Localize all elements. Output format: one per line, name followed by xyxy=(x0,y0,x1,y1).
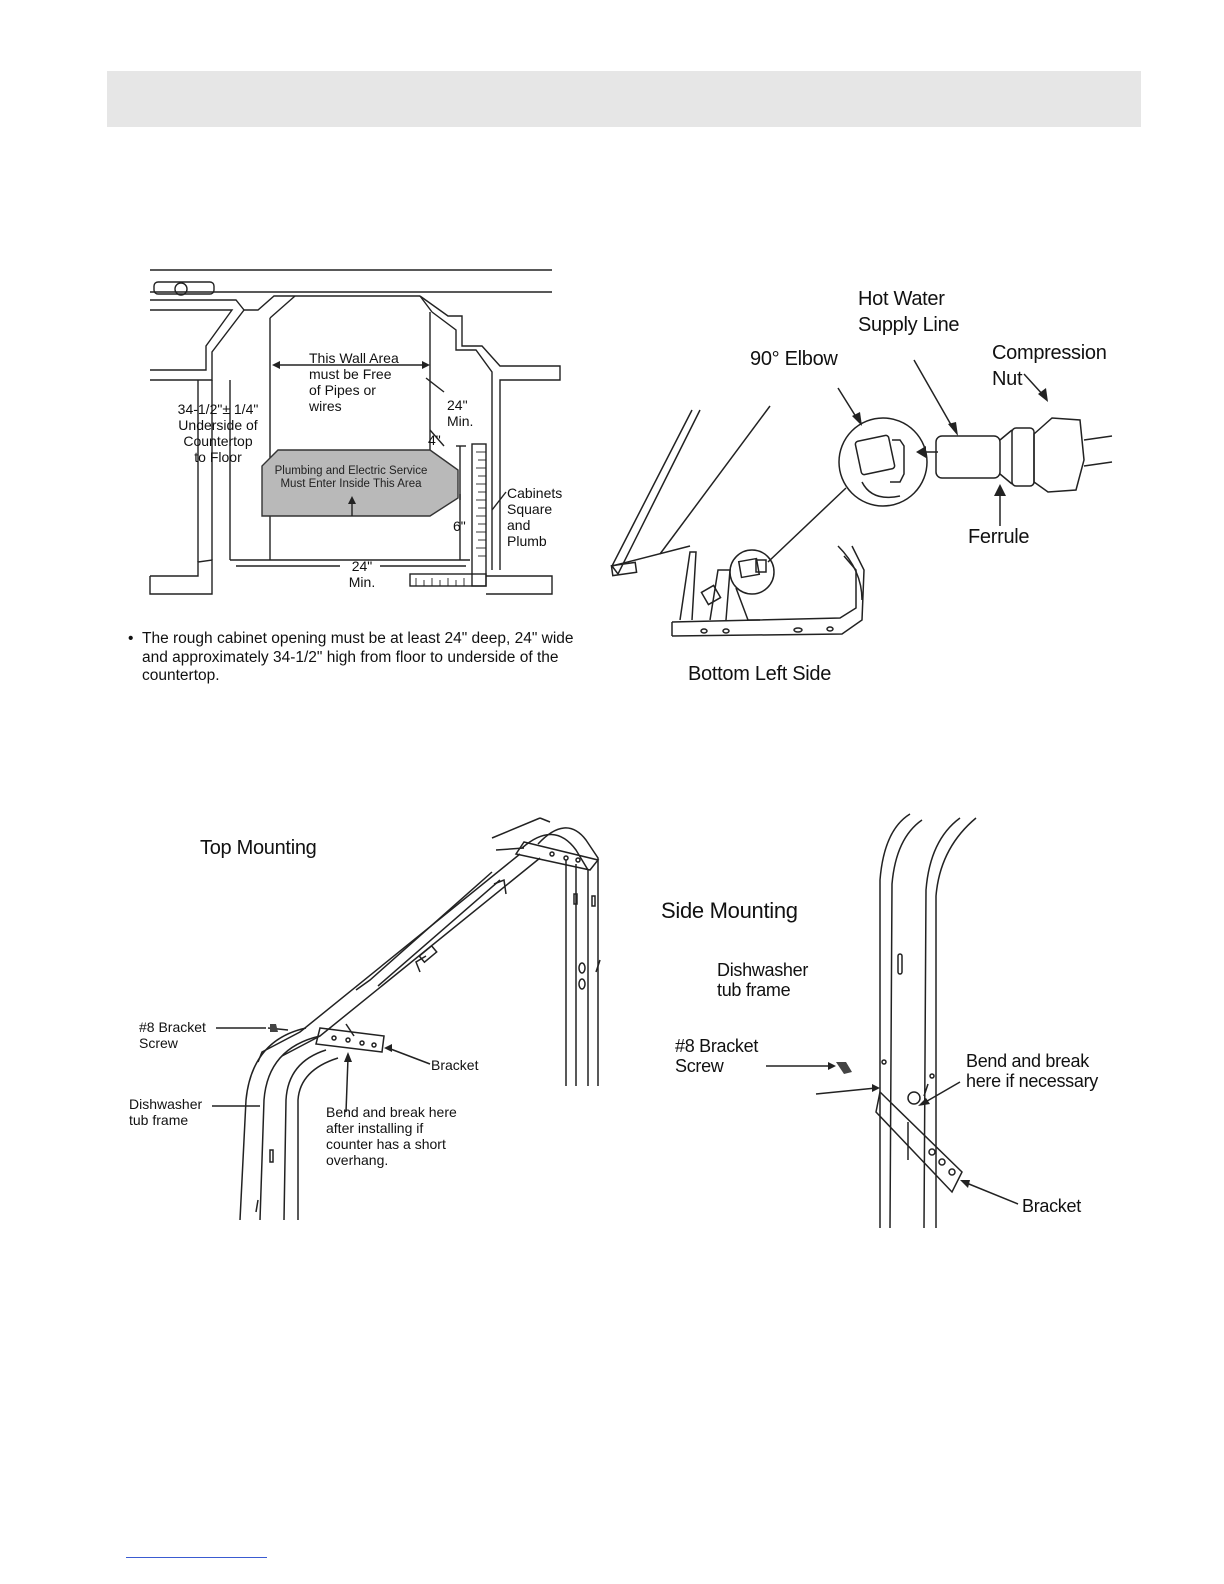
elbow-label: 90° Elbow xyxy=(750,348,838,370)
side-bend-note-label: Bend and break here if necessary xyxy=(966,1051,1098,1091)
compression-nut-label: Compression Nut xyxy=(992,342,1107,390)
width-dimension-label: 24" Min. xyxy=(348,558,376,590)
wall-area-label: This Wall Area must be Free of Pipes or … xyxy=(309,350,399,414)
cabinets-label: Cabinets Square and Plumb xyxy=(507,485,563,549)
side-mounting-diagram: Side Mounting Dishwasher tub frame #8 Br… xyxy=(640,800,1140,1240)
bottom-left-side-label: Bottom Left Side xyxy=(688,663,832,685)
side-bracket-label: Bracket xyxy=(1022,1196,1081,1216)
side-tub-frame-label: Dishwasher tub frame xyxy=(717,960,809,1000)
bend-note-label: Bend and break here after installing if … xyxy=(326,1104,457,1168)
ferrule-label: Ferrule xyxy=(968,526,1030,548)
side-bracket-screw-label: #8 Bracket Screw xyxy=(675,1036,759,1076)
bullet-marker: • xyxy=(128,630,134,647)
cabinet-opening-diagram: This Wall Area must be Free of Pipes or … xyxy=(0,0,612,720)
hot-water-label: Hot Water Supply Line xyxy=(858,288,960,336)
cabinet-opening-note: • The rough cabinet opening must be at l… xyxy=(128,630,598,686)
top-mounting-title: Top Mounting xyxy=(200,837,317,859)
height-dimension-label: 34-1/2"± 1/4" Underside of Countertop to… xyxy=(177,401,259,465)
depth-dimension-label: 24" Min. xyxy=(447,397,474,429)
dimension-6-label: 6" xyxy=(453,518,466,534)
service-area-label: Plumbing and Electric Service Must Enter… xyxy=(274,465,428,490)
side-mounting-title: Side Mounting xyxy=(661,898,798,923)
bracket-label: Bracket xyxy=(431,1057,479,1073)
bracket-screw-label: #8 Bracket Screw xyxy=(139,1019,206,1051)
water-connection-diagram: Hot Water Supply Line 90° Elbow Compress… xyxy=(600,270,1120,700)
tub-frame-label: Dishwasher tub frame xyxy=(129,1096,203,1128)
top-mounting-diagram: Top Mounting #8 Bracket Screw Bracket Di… xyxy=(120,800,620,1230)
note-text: The rough cabinet opening must be at lea… xyxy=(142,630,574,684)
header-bar xyxy=(107,71,1141,127)
footer-link-line[interactable] xyxy=(126,1557,267,1558)
dimension-4-label: 4" xyxy=(428,432,441,448)
